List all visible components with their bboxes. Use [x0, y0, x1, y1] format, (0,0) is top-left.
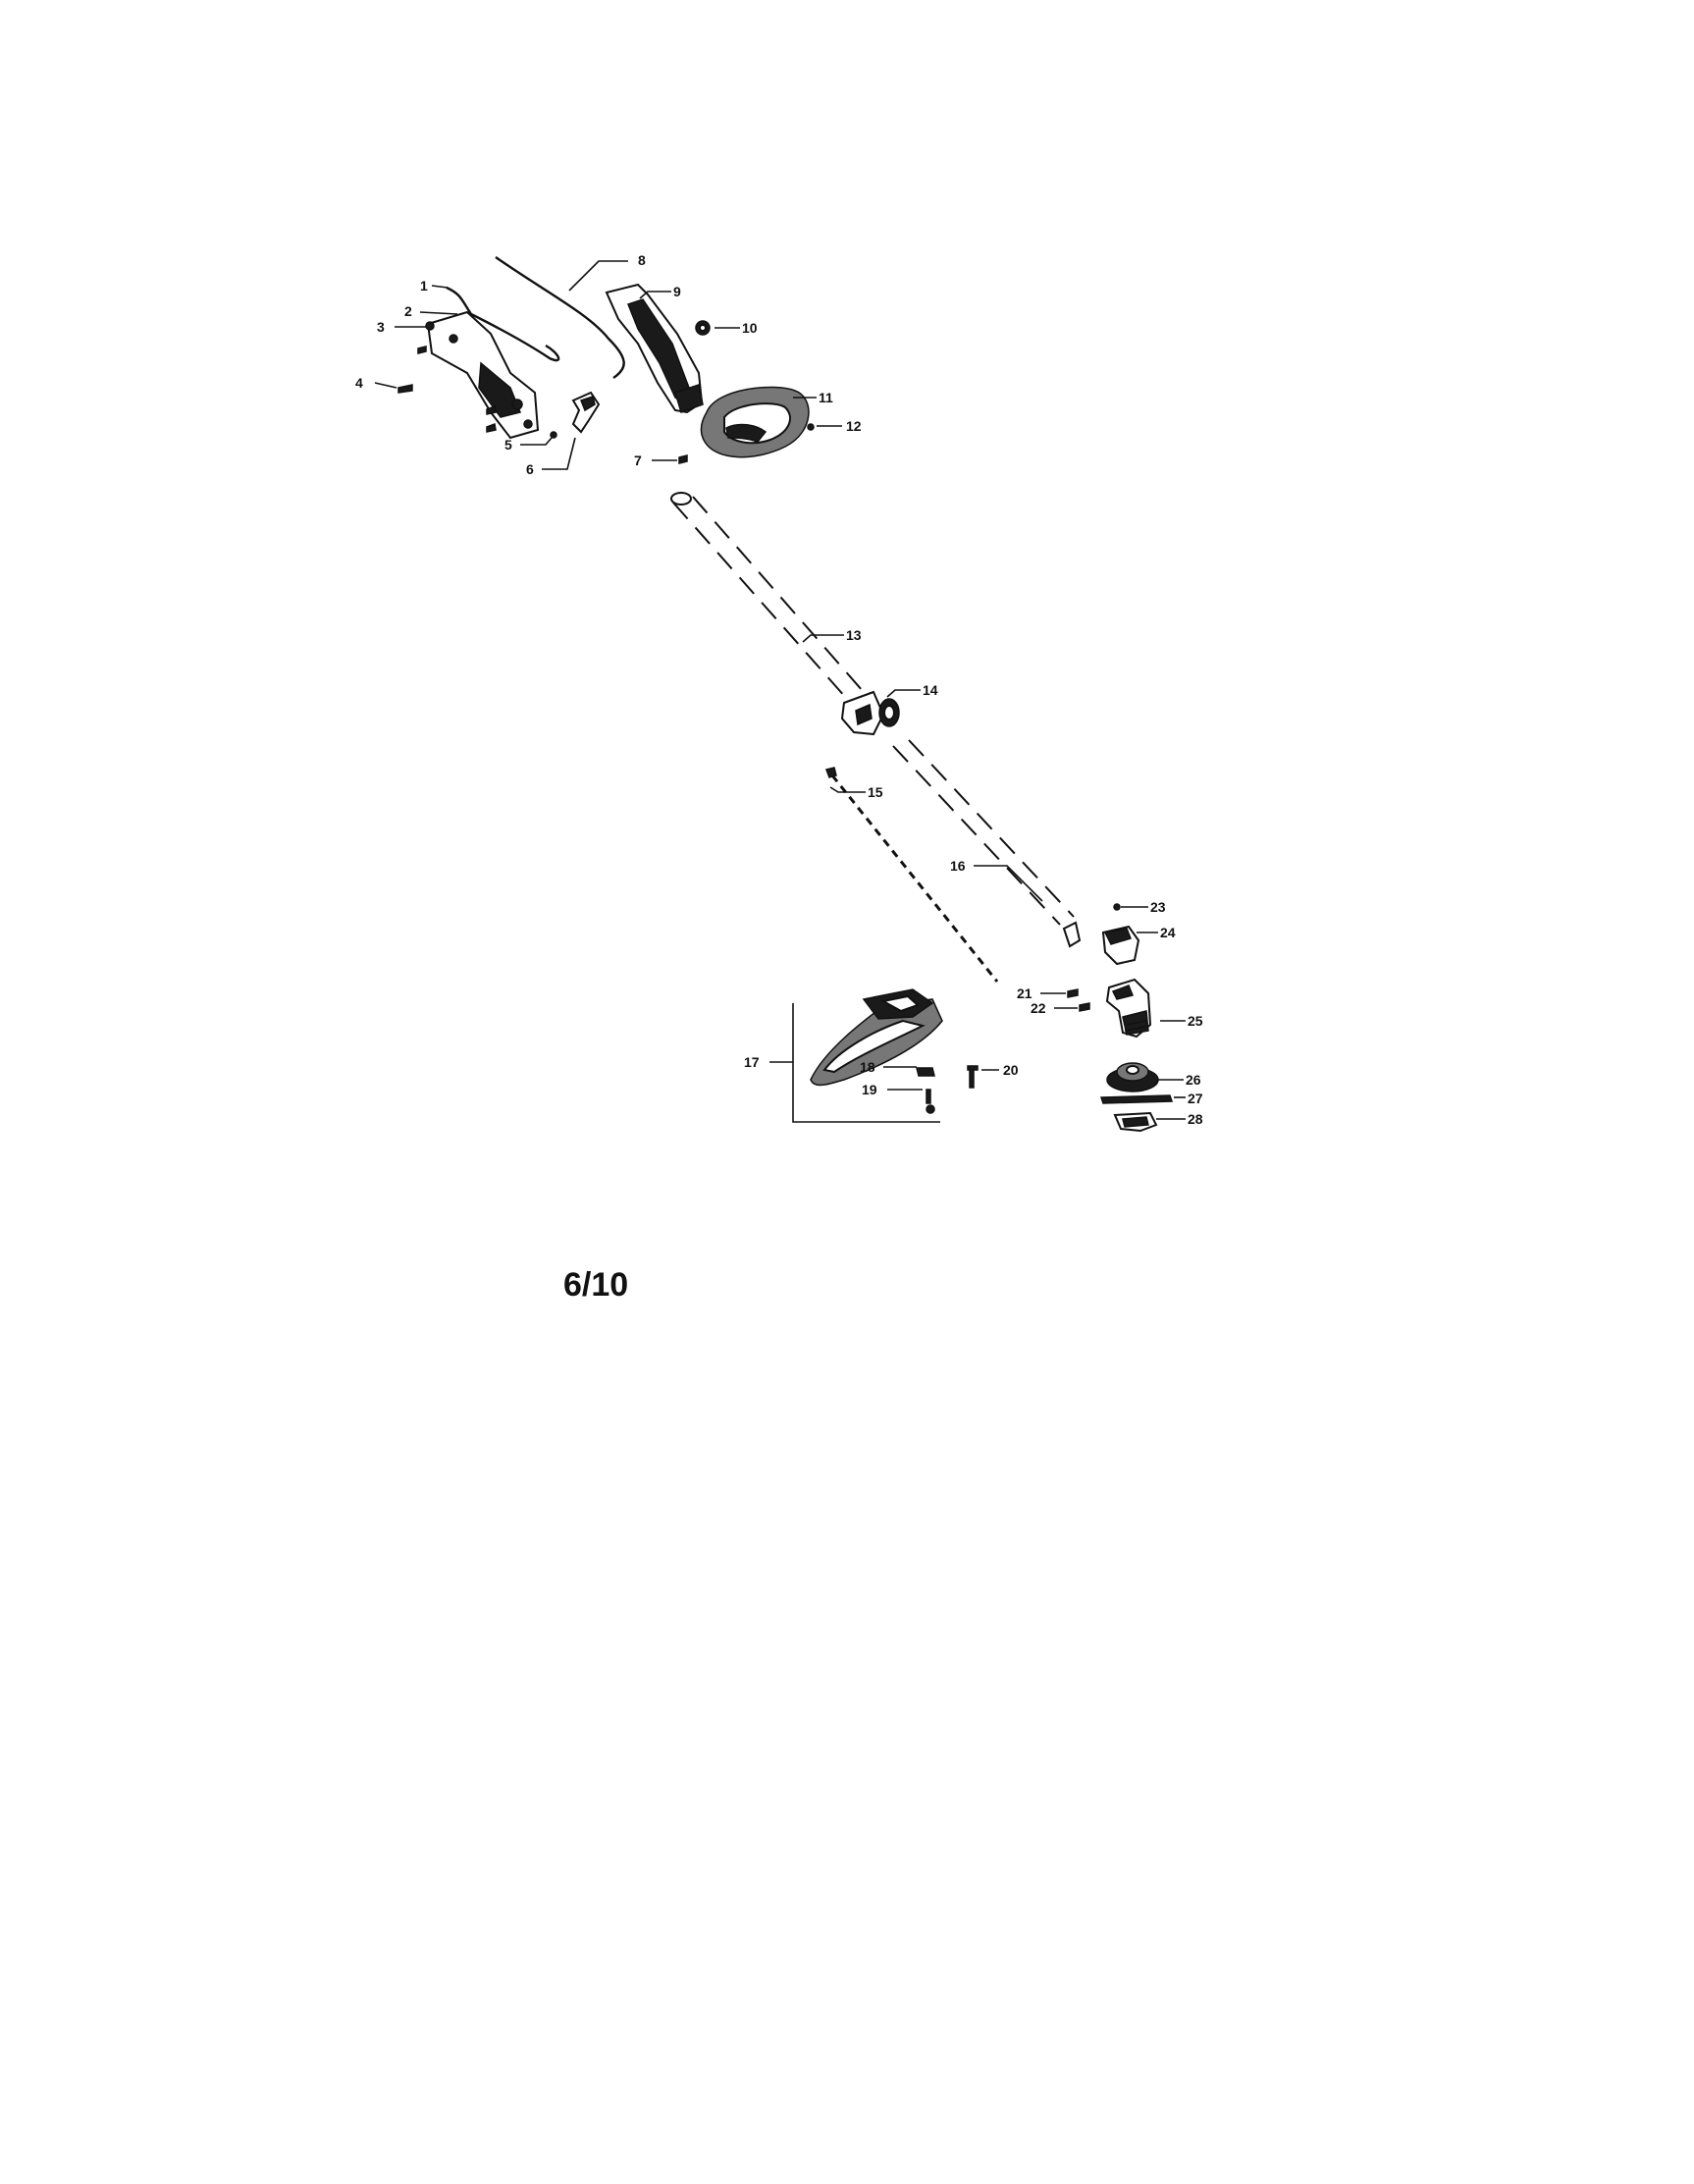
- part-7-screw: [678, 454, 688, 464]
- callout-21: 21: [1017, 985, 1032, 1001]
- callout-13: 13: [846, 627, 862, 643]
- callouts: 1 2 3 4 5 6 7 8 9 10 11 12 13 14 15 16 1…: [355, 252, 1203, 1127]
- callout-5: 5: [504, 437, 512, 453]
- loose-screws: [417, 346, 497, 433]
- part-6-trigger: [571, 391, 601, 434]
- callout-8: 8: [638, 252, 646, 268]
- callout-27: 27: [1188, 1091, 1203, 1106]
- part-10-knob: [695, 320, 711, 336]
- callout-7: 7: [634, 453, 642, 468]
- callout-15: 15: [868, 784, 883, 800]
- part-22-screw: [1079, 1002, 1090, 1012]
- part-23-screw: [1113, 903, 1121, 911]
- callout-10: 10: [742, 320, 758, 336]
- part-3-screw: [425, 321, 435, 331]
- callout-19: 19: [862, 1082, 877, 1097]
- part-26-spool-hub: [1106, 1062, 1159, 1092]
- part-21-washer: [1067, 988, 1079, 998]
- part-13-upper-shaft: [670, 492, 871, 708]
- part-17-debris-shield: [792, 988, 943, 1123]
- callout-11: 11: [819, 390, 833, 405]
- part-27-blade: [1099, 1094, 1174, 1104]
- callout-24: 24: [1160, 925, 1176, 940]
- part-14-coupler: [840, 690, 900, 736]
- part-11-assist-handle: [700, 386, 810, 458]
- part-28-retainer: [1113, 1111, 1158, 1133]
- part-5-spring: [550, 431, 557, 439]
- callout-9: 9: [673, 284, 681, 299]
- callout-23: 23: [1150, 899, 1166, 915]
- part-9-handle-grip: [605, 283, 704, 414]
- part-15-drive-shaft: [825, 767, 999, 983]
- callout-25: 25: [1188, 1013, 1203, 1029]
- part-25-gearbox: [1105, 978, 1152, 1039]
- part-19-screw: [926, 1089, 935, 1114]
- callout-22: 22: [1031, 1000, 1046, 1016]
- part-1-throttle-cable: [446, 286, 560, 362]
- part-18-line-blade: [916, 1067, 935, 1077]
- callout-26: 26: [1186, 1072, 1201, 1088]
- part-12-screw: [807, 423, 815, 431]
- callout-3: 3: [377, 319, 385, 335]
- callout-28: 28: [1188, 1111, 1203, 1127]
- callout-1: 1: [420, 278, 428, 293]
- callout-16: 16: [950, 858, 966, 874]
- part-16-lower-shaft: [892, 739, 1082, 948]
- part-20-bolt: [967, 1065, 979, 1089]
- callout-12: 12: [846, 418, 862, 434]
- callout-17: 17: [744, 1054, 760, 1070]
- part-2-throttle-housing: [426, 310, 540, 440]
- callout-20: 20: [1003, 1062, 1019, 1078]
- callout-2: 2: [404, 303, 412, 319]
- callout-18: 18: [860, 1059, 875, 1075]
- callout-4: 4: [355, 375, 363, 391]
- page-number: 6/10: [563, 1266, 629, 1304]
- part-8-ignition-wire: [495, 256, 625, 379]
- part-4-screw: [397, 384, 413, 394]
- part-24-clamp: [1101, 925, 1140, 966]
- callout-14: 14: [923, 682, 938, 698]
- callout-6: 6: [526, 461, 534, 477]
- leader-lines: [374, 260, 1186, 1120]
